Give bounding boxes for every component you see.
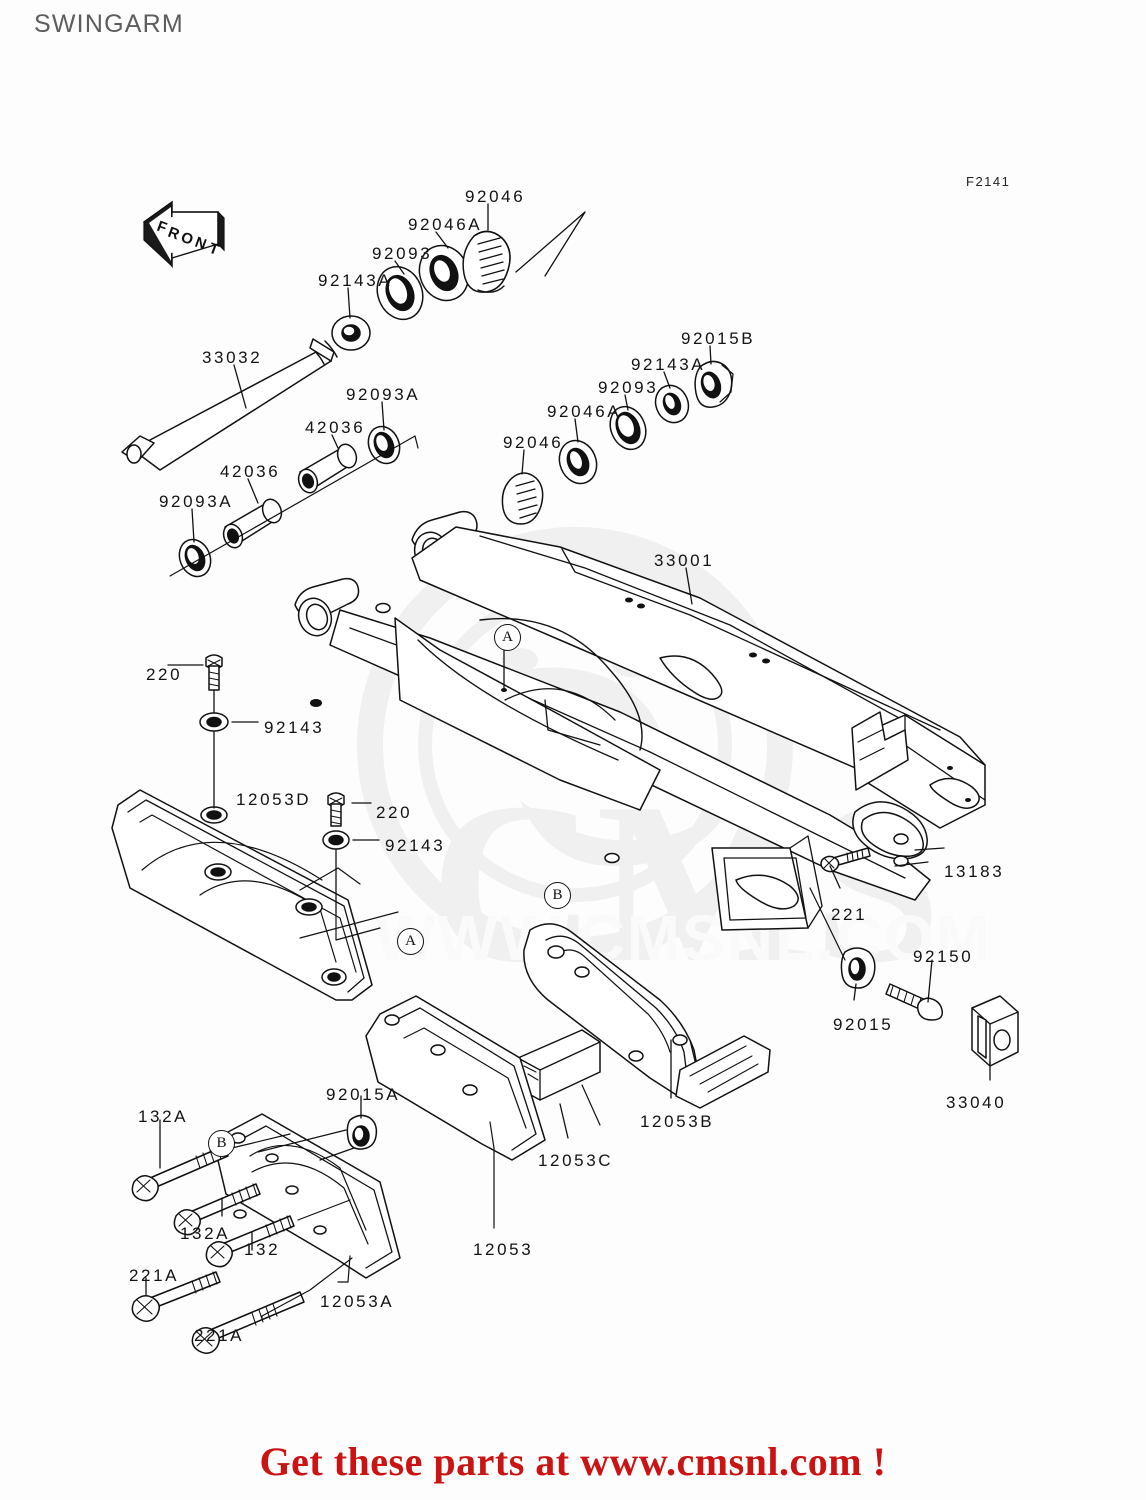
part-ref-13183[interactable]: 13183 — [944, 862, 1005, 881]
part-92093-seal-upper-right — [376, 265, 424, 321]
part-132-bolt-chain-guide-c — [205, 1215, 295, 1268]
part-13183-chain-adjuster-plate — [852, 801, 929, 867]
part-ref-132[interactable]: 132 — [244, 1240, 281, 1259]
assembly-marker-b: B — [544, 882, 571, 909]
part-221-screw-chain-adjuster — [820, 847, 871, 873]
part-220-screw-chain-guide-lower — [327, 792, 345, 827]
assembly-marker-b: B — [208, 1130, 235, 1157]
part-ref-92046[interactable]: 92046 — [503, 433, 564, 452]
part-ref-92143[interactable]: 92143 — [264, 718, 325, 737]
part-ref-12053a[interactable]: 12053A — [320, 1292, 395, 1311]
part-92143A-collar-right — [654, 384, 690, 424]
part-ref-221a[interactable]: 221A — [194, 1326, 245, 1345]
sheet-code: F2141 — [966, 174, 1011, 189]
part-ref-220[interactable]: 220 — [146, 665, 183, 684]
part-ref-92046a[interactable]: 92046A — [408, 215, 483, 234]
part-33040-chain-adjuster-block — [971, 995, 1019, 1067]
part-92143-collar-chain-guide-lower — [322, 830, 350, 850]
part-ref-92015a[interactable]: 92015A — [326, 1085, 401, 1104]
part-42036-sleeve-upper — [297, 443, 358, 494]
part-92046A-oil-seal-right — [558, 439, 598, 485]
part-92046-needle-bearing-right — [501, 472, 544, 525]
part-ref-12053d[interactable]: 12053D — [236, 790, 312, 809]
part-42036-sleeve-lower — [222, 498, 283, 549]
part-ref-221[interactable]: 221 — [831, 905, 868, 924]
part-ref-132a[interactable]: 132A — [180, 1224, 231, 1243]
part-ref-33040[interactable]: 33040 — [946, 1093, 1007, 1112]
part-12053-chain-guide-body — [365, 995, 546, 1161]
part-ref-12053b[interactable]: 12053B — [640, 1112, 715, 1131]
part-92015-nut-chain-adjuster — [840, 947, 876, 989]
part-ref-220[interactable]: 220 — [376, 803, 413, 822]
part-ref-92046a[interactable]: 92046A — [547, 402, 622, 421]
part-ref-33001[interactable]: 33001 — [654, 551, 715, 570]
part-ref-221a[interactable]: 221A — [129, 1266, 180, 1285]
assembly-marker-a: A — [494, 624, 521, 651]
footer-cta: Get these parts at www.cmsnl.com ! — [259, 1439, 887, 1484]
part-132A-bolt-chain-guide-a — [131, 1145, 229, 1202]
part-12053A-chain-guide-plate — [215, 1113, 401, 1283]
part-ref-42036[interactable]: 42036 — [220, 462, 281, 481]
part-220-screw-chain-guide-upper — [205, 654, 223, 691]
part-ref-92093a[interactable]: 92093A — [346, 385, 421, 404]
part-ref-92093[interactable]: 92093 — [598, 378, 659, 397]
part-ref-132a[interactable]: 132A — [138, 1107, 189, 1126]
part-92046A-oil-seal-upper-right — [418, 244, 470, 302]
assembly-marker-a: A — [397, 928, 424, 955]
part-ref-92015b[interactable]: 92015B — [681, 329, 756, 348]
part-92150-bolt-chain-adjuster — [885, 983, 944, 1021]
part-92143-collar-chain-guide-upper — [199, 712, 229, 732]
part-ref-92143a[interactable]: 92143A — [318, 271, 393, 290]
part-221A-screw-chain-guide-a — [131, 1271, 221, 1322]
part-ref-42036[interactable]: 42036 — [305, 418, 366, 437]
part-ref-92046[interactable]: 92046 — [465, 187, 526, 206]
part-ref-12053[interactable]: 12053 — [473, 1240, 534, 1259]
part-92093A-seal-left-lower — [178, 538, 212, 578]
part-12053B-chain-guide-upper — [523, 923, 771, 1109]
part-ref-92143[interactable]: 92143 — [385, 836, 446, 855]
part-221A-screw-chain-guide-b — [191, 1291, 305, 1354]
part-ref-92143a[interactable]: 92143A — [631, 355, 706, 374]
part-ref-12053c[interactable]: 12053C — [538, 1151, 614, 1170]
part-12053D-chain-slider — [111, 789, 373, 1001]
part-92143A-collar-upper-right — [331, 315, 371, 351]
part-ref-92015[interactable]: 92015 — [833, 1015, 894, 1034]
part-92046-needle-bearing-upper-right — [462, 230, 511, 293]
part-92015B-nut-right — [694, 360, 734, 408]
part-ref-92093a[interactable]: 92093A — [159, 492, 234, 511]
part-ref-92093[interactable]: 92093 — [372, 244, 433, 263]
part-ref-92150[interactable]: 92150 — [913, 947, 974, 966]
page-title: SWINGARM — [34, 10, 184, 38]
part-92093-seal-right — [609, 405, 647, 451]
part-132A-bolt-chain-guide-b — [173, 1183, 261, 1236]
front-arrow-icon: F R O N T — [143, 200, 225, 269]
part-ref-33032[interactable]: 33032 — [202, 348, 263, 367]
part-92015A-nut-chain-guide — [257, 1114, 378, 1161]
part-33032-pivot-shaft — [121, 338, 338, 471]
part-33001-swingarm-body — [294, 510, 986, 931]
